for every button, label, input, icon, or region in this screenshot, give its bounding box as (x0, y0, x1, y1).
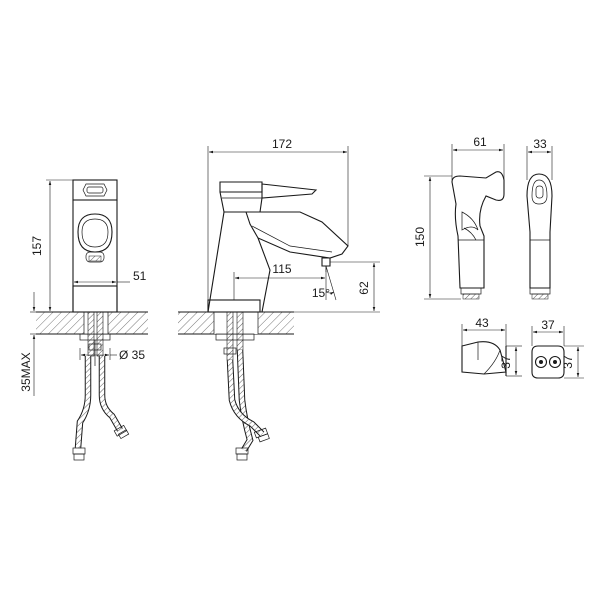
holder-front-height-dimension: 37 (561, 345, 584, 379)
front-flexible-hoses (72, 356, 130, 461)
holder-height-dimension: 37 (499, 345, 522, 377)
dim-front-37-width-label: 37 (541, 318, 555, 332)
side-reach-dimension: 115 (233, 262, 327, 300)
side-flexible-hoses (226, 349, 270, 461)
holder-front-width-dimension: 37 (531, 318, 565, 346)
dim-62-label: 62 (357, 281, 371, 295)
front-diameter-dimension: Ø 35 (79, 348, 145, 362)
holder-width-dimension: 43 (461, 316, 507, 346)
hand-shower-length-dimension: 150 (413, 175, 461, 300)
dim-33-label: 33 (533, 137, 547, 151)
hand-shower-front-view (526, 173, 553, 300)
dim-61-label: 61 (473, 135, 487, 149)
holder-side-view (461, 341, 507, 376)
side-angle-dimension: 15° (312, 265, 337, 301)
hand-shower-width-dimension: 61 (451, 135, 505, 180)
side-spout-height-dimension: 62 (294, 261, 380, 313)
dim-172-label: 172 (272, 137, 292, 151)
dim-150-label: 150 (413, 227, 427, 247)
side-view: 172 115 62 15° (178, 137, 380, 461)
dim-front-37-height-label: 37 (561, 355, 575, 369)
front-view: 157 51 35MAX Ø 35 (19, 179, 148, 461)
dim-157-label: 157 (30, 236, 44, 256)
dim-51-label: 51 (133, 269, 147, 283)
dim-43-label: 43 (475, 316, 489, 330)
hand-shower-side-view (451, 171, 505, 300)
side-faucet-body (207, 181, 349, 313)
holder-front-view (531, 345, 565, 379)
front-thickness-dimension: 35MAX (19, 292, 40, 396)
hand-shower-depth-dimension: 33 (526, 137, 553, 180)
dim-angle-label: 15° (312, 286, 330, 300)
front-depth-dimension: 51 (73, 269, 147, 286)
dim-35max-label: 35MAX (19, 352, 33, 391)
dim-115-label: 115 (272, 262, 291, 276)
front-faucet-body (72, 179, 118, 313)
front-height-dimension: 157 (30, 179, 73, 313)
side-countertop (178, 311, 294, 335)
dim-diameter-label: Ø 35 (119, 348, 145, 362)
side-length-dimension: 172 (207, 137, 349, 300)
dim-37-label: 37 (499, 355, 513, 369)
